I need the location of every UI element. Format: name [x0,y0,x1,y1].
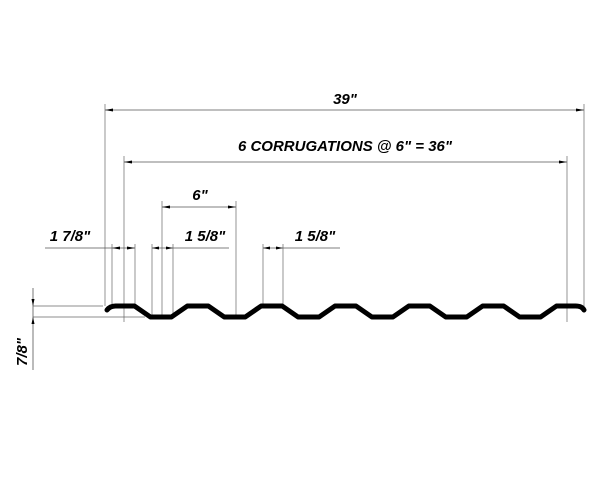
depth-dimension: 7/8" [14,288,145,370]
panel-profile [104,303,587,320]
overall-width-label: 39" [333,91,358,108]
depth-label: 7/8" [14,337,31,366]
valley-flat-label: 1 5/8" [185,228,226,245]
valley-flat-dimension: 1 5/8" [151,228,229,316]
pitch-dimension: 6" [161,187,237,316]
end-crest-label: 1 7/8" [50,228,91,245]
corrugation-label: 6 CORRUGATIONS @ 6" = 36" [238,138,453,155]
pitch-label: 6" [192,187,208,204]
corrugation-span-dimension: 6 CORRUGATIONS @ 6" = 36" [123,138,568,322]
crest-flat-dimension: 1 5/8" [262,228,340,304]
end-crest-dimension: 1 7/8" [45,228,136,304]
crest-flat-label: 1 5/8" [295,228,336,245]
overall-width-dimension: 39" [104,91,585,306]
